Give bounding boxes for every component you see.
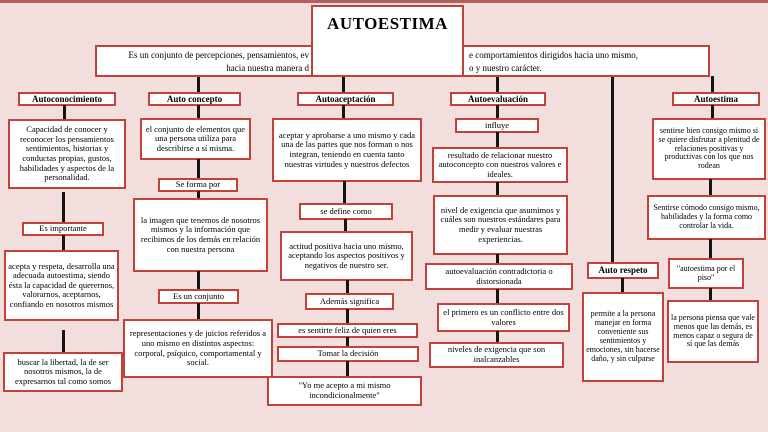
node-autoconocimiento-body: Capacidad de conocer y reconocer los pen… xyxy=(8,119,126,189)
node-sentirse-bien: sentirse bien consigo mismo si se quiere… xyxy=(652,118,766,180)
node-autoaceptacion-body: aceptar y aprobarse a uno mismo y cada u… xyxy=(272,118,422,182)
node-autoestima-por-el-piso: "autoestima por el piso" xyxy=(668,258,744,289)
connector-line xyxy=(496,289,499,304)
definition-line1-left: Es un conjunto de percepciones, pensamie… xyxy=(128,50,309,60)
node-ademas-significa: Además significa xyxy=(305,293,394,310)
connector-line xyxy=(63,105,66,120)
connector-line xyxy=(496,254,499,264)
node-imagen-nosotros: la imagen que tenemos de nosotros mismos… xyxy=(133,198,268,272)
node-autoconcepto-body: el conjunto de elementos que una persona… xyxy=(140,118,251,160)
connector-line xyxy=(197,159,200,179)
node-nivel-exigencia: nivel de exigencia que asumimos y cuáles… xyxy=(433,195,568,255)
connector-line xyxy=(496,132,499,148)
node-conflicto-valores: el primero es un conflicto entre dos val… xyxy=(437,303,570,332)
connector-line xyxy=(346,337,349,347)
connector-line xyxy=(62,235,65,251)
node-autoconocimiento-header: Autoconocimiento xyxy=(18,92,116,106)
title-box: AUTOESTIMA xyxy=(311,5,464,77)
node-autoconcepto-header: Auto concepto xyxy=(148,92,241,106)
node-niveles-inalcanzables: niveles de exigencia que son inalcanzabl… xyxy=(429,342,564,368)
node-resultado-relacionar: resultado de relacionar nuestro autoconc… xyxy=(432,147,568,183)
connector-line xyxy=(197,271,200,290)
top-border-bar xyxy=(0,0,768,3)
node-influye: influye xyxy=(455,118,539,133)
node-actitud-positiva: actitud positiva hacia uno mismo, acepta… xyxy=(280,231,413,281)
definition-line2-left: hacia nuestra manera d xyxy=(226,63,309,73)
node-sentirse-comodo: Sentirse cómodo consigo mismo, habilidad… xyxy=(647,195,766,240)
definition-line1-right: e comportamientos dirigidos hacia uno mi… xyxy=(469,50,638,60)
connector-line xyxy=(346,361,349,377)
node-persona-piensa: la persona piensa que vale menos que las… xyxy=(667,300,759,363)
node-es-un-conjunto: Es un conjunto xyxy=(158,289,239,304)
node-yo-me-acepto: "Yo me acepto a mi mismo incondicionalme… xyxy=(267,376,422,406)
connector-line xyxy=(621,278,624,293)
connector-line xyxy=(343,181,346,204)
node-autorespeto-body: permite a la persona manejar en forma co… xyxy=(582,292,664,382)
connector-line xyxy=(711,76,714,93)
connector-line xyxy=(342,77,345,93)
node-es-importante: Es importante xyxy=(22,222,104,236)
connector-line xyxy=(709,179,712,196)
connector-line xyxy=(197,76,200,93)
connector-line xyxy=(709,239,712,259)
connector-line xyxy=(344,219,347,232)
connector-line xyxy=(62,192,65,223)
connector-line xyxy=(197,105,200,119)
node-se-define-como: se define como xyxy=(299,203,393,220)
node-autorespeto-header: Auto respeto xyxy=(587,262,659,279)
node-tomar-decision: Tomar la decisión xyxy=(277,346,419,362)
connector-line xyxy=(197,303,200,320)
connector-line xyxy=(342,105,345,119)
connector-line xyxy=(496,331,499,343)
node-autoaceptacion-header: Autoaceptación xyxy=(297,92,394,106)
connector-line xyxy=(496,105,499,119)
connector-line xyxy=(346,309,349,324)
connector-line xyxy=(711,105,714,119)
definition-line2-right: o y nuestro carácter. xyxy=(469,63,542,73)
connector-line xyxy=(496,182,499,196)
connector-line xyxy=(611,76,614,263)
node-sentirte-feliz: es sentirte feliz de quien eres xyxy=(277,323,418,338)
node-buscar-libertad: buscar la libertad, la de ser nosotros m… xyxy=(3,352,123,392)
node-representaciones: representaciones y de juicios referidos … xyxy=(123,319,273,378)
node-autoevaluacion-header: Autoevaluación xyxy=(450,92,546,106)
node-se-forma-por: Se forma por xyxy=(158,178,238,192)
connector-line xyxy=(197,191,200,199)
connector-line xyxy=(709,288,712,301)
node-acepta-respeta: acepta y respeta, desarrolla una adecuad… xyxy=(4,250,119,321)
connector-line xyxy=(62,330,65,353)
connector-line xyxy=(346,280,349,294)
node-autoestima-header: Autoestima xyxy=(672,92,760,106)
node-autoevaluacion-contradictoria: autoevaluación contradictoria o distorsi… xyxy=(425,263,573,290)
connector-line xyxy=(496,76,499,93)
